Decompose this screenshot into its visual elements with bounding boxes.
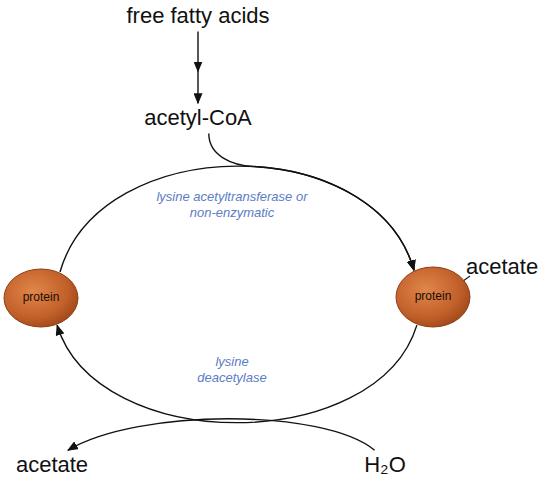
reaction-arrow [68, 419, 375, 451]
protein-blob: proteinacetate [395, 266, 471, 328]
text-node: acetate [16, 452, 88, 477]
reaction-arrow [57, 325, 417, 423]
node-label: acetate [16, 452, 88, 477]
node-label: free fatty acids [126, 3, 269, 28]
protein-blob: protein [3, 268, 79, 328]
node-label: protein [415, 290, 452, 304]
reaction-arrow [60, 166, 414, 272]
node-label: acetyl-CoA [144, 105, 252, 130]
text-node: acetyl-CoA [144, 105, 252, 130]
text-node: H₂O [364, 452, 406, 477]
node-label: H₂O [364, 452, 406, 477]
attached-label: acetate [466, 254, 538, 279]
node-label: protein [23, 291, 60, 305]
text-node: free fatty acids [126, 3, 269, 28]
enzyme-label: lysine deacetylase [187, 354, 277, 385]
reaction-arrow [197, 32, 198, 104]
enzyme-label: lysine acetyltransferase or non-enzymati… [152, 189, 312, 220]
